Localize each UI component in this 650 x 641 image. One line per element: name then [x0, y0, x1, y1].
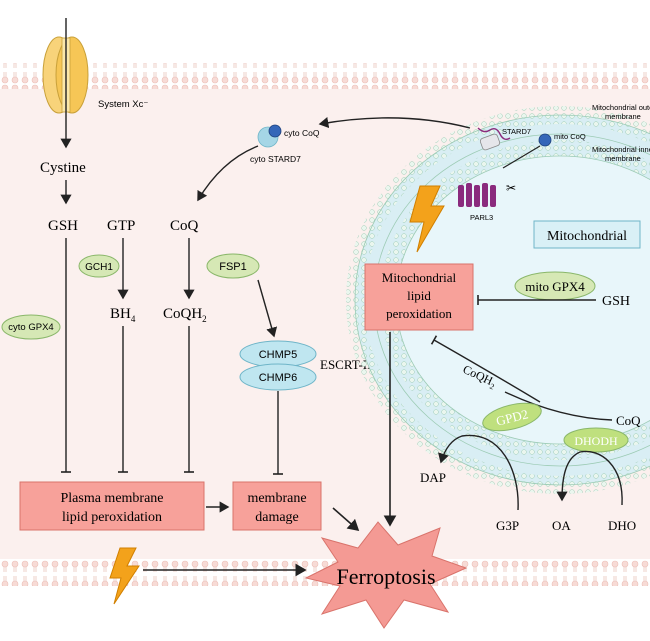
arrow-mito-coq-in: [502, 145, 541, 169]
mito-inner-label-2: membrane: [605, 154, 641, 163]
membrane-damage-line2: damage: [255, 510, 299, 525]
system-xc-label: System Xc⁻: [98, 99, 148, 110]
cyto-coq-small-label: cyto CoQ: [284, 128, 320, 138]
gtp-label: GTP: [107, 218, 135, 234]
arrow-damage-to-ferroptosis: [332, 507, 360, 532]
arrow-cyto-coq-to-coq: [197, 145, 259, 202]
arrow-g3p-to-dap: [438, 434, 519, 511]
pm-lipid-peroxidation-box: [19, 481, 205, 531]
chmp5-label: CHMP5: [259, 349, 298, 361]
mitochondrial-label-box: [533, 220, 641, 249]
mito-coq-small-label: mito CoQ: [554, 132, 586, 141]
g3p-label: G3P: [496, 518, 519, 533]
stard7-chain: [477, 127, 511, 141]
cyto-stard7-label: cyto STARD7: [250, 154, 301, 164]
dhodh-label: DHODH: [574, 434, 618, 448]
gsh-right-label: GSH: [602, 294, 630, 309]
coq-mito-label: CoQ: [616, 413, 641, 428]
fsp1-enzyme: [206, 253, 260, 279]
dhodh-enzyme: [563, 427, 629, 453]
arrow-fsp1-to-chmp: [257, 279, 278, 338]
mito-outer-label-1: Mitochondrial outer: [592, 103, 650, 112]
mito-lipid-line2: lipid: [407, 288, 431, 303]
coqh2-left-label: CoQH2: [163, 306, 207, 324]
fsp1-label: FSP1: [219, 261, 247, 273]
gch1-enzyme: [78, 254, 120, 278]
cell-membrane-top: [0, 63, 650, 89]
cystine-label: Cystine: [40, 160, 86, 176]
pm-lipid-line2: lipid peroxidation: [62, 510, 162, 525]
gsh-left-label: GSH: [48, 218, 78, 234]
mito-lipid-line1: Mitochondrial: [382, 270, 457, 285]
ferroptosis-burst: [304, 521, 468, 629]
mito-inner-label-1: Mitochondrial inner: [592, 145, 650, 154]
arrow-stard7-to-cyto-coq: [318, 117, 471, 129]
gch1-label: GCH1: [85, 262, 113, 273]
chmp6-label: CHMP6: [259, 372, 298, 384]
dho-label: DHO: [608, 518, 636, 533]
oa-label: OA: [552, 518, 571, 533]
mito-outer-label-2: membrane: [605, 112, 641, 121]
stard7-label: STARD7: [502, 127, 531, 136]
bh4-label: BH4: [110, 306, 136, 324]
mito-coq-molecule: [538, 133, 552, 147]
cyto-coq-molecule: [268, 124, 282, 138]
lightning-bolt-icon-mito: [409, 185, 445, 253]
membrane-damage-line1: membrane: [247, 491, 306, 506]
mitochondrial-label: Mitochondrial: [547, 229, 627, 244]
cyto-gpx4-enzyme: [1, 314, 61, 340]
mito-lipid-peroxidation-box: [364, 263, 474, 331]
membrane-damage-box: [232, 481, 322, 531]
lightning-bolt-icon-bottom: [109, 547, 140, 605]
arrow-dho-to-oa: [556, 450, 623, 506]
stard7-protein: [479, 133, 501, 151]
inhibit-coqh2-to-mito-lipid: [430, 335, 541, 403]
arrow-coq-to-coqh2-mito: [504, 391, 613, 421]
dap-label: DAP: [420, 470, 446, 485]
mito-gpx4-label: mito GPX4: [525, 279, 585, 294]
parl3-protein: [458, 183, 496, 207]
gpd2-enzyme: [482, 402, 542, 432]
ferroptosis-label: Ferroptosis: [337, 564, 436, 589]
coq-cyto-label: CoQ: [170, 218, 199, 234]
mito-lipid-line3: peroxidation: [386, 306, 452, 321]
chmp6-protein: [239, 363, 317, 391]
cyto-gpx4-label: cyto GPX4: [8, 322, 53, 333]
scissors-icon: ✂: [506, 181, 516, 195]
parl3-label: PARL3: [470, 213, 493, 222]
pm-lipid-line1: Plasma membrane: [60, 491, 163, 506]
